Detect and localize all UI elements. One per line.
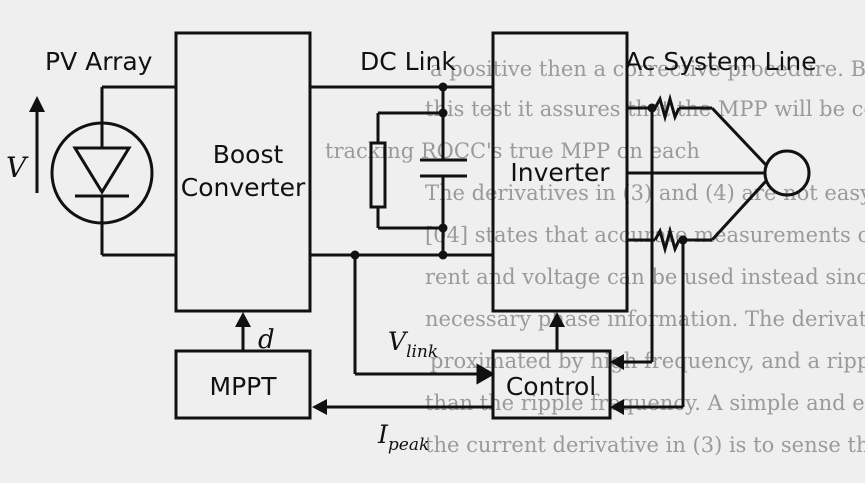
background-text-line: than the ripple frequency. A simple and … <box>425 391 865 415</box>
boost-converter-label-line1: Boost <box>213 140 284 169</box>
background-text-line: a positive then a corrective procedure. … <box>430 57 865 81</box>
background-text-line: necessary phase information. The derivat… <box>425 307 865 331</box>
ac-feedback-lines <box>622 108 685 409</box>
boost-converter-block <box>174 31 312 313</box>
vlink-symbol: Vlink <box>388 327 438 362</box>
mppt-label: MPPT <box>210 372 278 401</box>
ac-feedback-arrowheads <box>610 103 688 415</box>
vlink-subscript: link <box>406 342 438 362</box>
ipeak-symbol: Ipeak <box>377 420 429 455</box>
pv-array-symbol <box>50 85 176 257</box>
dc-link-label: DC Link <box>360 47 456 76</box>
vlink-main: V <box>388 327 409 356</box>
duty-cycle-symbol: d <box>258 325 275 355</box>
ipeak-main: I <box>377 420 389 449</box>
voltage-symbol: V <box>6 151 29 184</box>
inverter-label: Inverter <box>510 158 610 187</box>
dc-link-circuit <box>310 85 496 385</box>
pv-array-label: PV Array <box>45 47 153 76</box>
voltage-arrow <box>29 96 45 193</box>
ipeak-arrow <box>312 399 493 415</box>
background-text-line: The derivatives in (3) and (4) are not e… <box>425 181 865 205</box>
control-block <box>491 349 612 420</box>
ac-output-lines <box>627 93 811 255</box>
control-label: Control <box>506 372 596 401</box>
background-text-line: the current derivative in (3) is to sens… <box>425 433 865 457</box>
dc-link-junction-dots <box>350 82 448 260</box>
background-text-line: rent and voltage can be used instead sin… <box>425 265 865 289</box>
ipeak-subscript: peak <box>388 435 429 455</box>
ac-system-line-label: Ac System Line <box>625 47 817 76</box>
background-text: a positive then a corrective procedure. … <box>325 57 865 457</box>
background-text-line: [04] states that accurate measurements o… <box>425 223 865 247</box>
background-text-line: tracking ROCC's true MPP on each <box>325 139 700 163</box>
mppt-to-boost-arrow <box>235 312 251 351</box>
boost-converter-label-line2: Converter <box>181 173 306 202</box>
control-to-inverter-arrow <box>549 312 565 351</box>
